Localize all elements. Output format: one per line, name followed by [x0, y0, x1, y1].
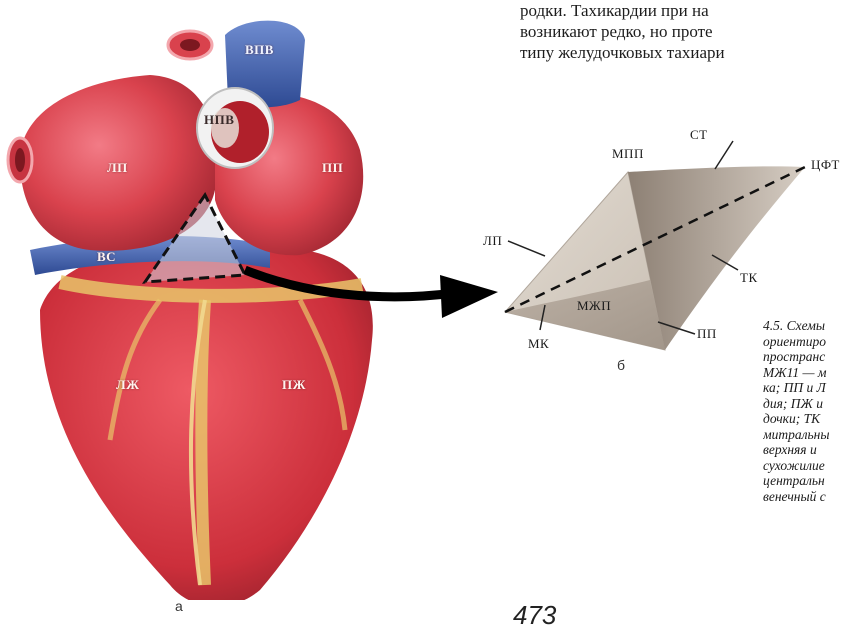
caption-line: дочки; ТК	[763, 411, 866, 427]
caption-line: МЖ11 — м	[763, 365, 866, 381]
diagram-label-tk: ТК	[740, 270, 758, 286]
diagram-label-mk: МК	[528, 336, 549, 352]
caption-line: центральн	[763, 473, 866, 489]
diagram-label-lp: ЛП	[483, 233, 502, 249]
caption-line: пространс	[763, 349, 866, 365]
caption-line: сухожилие	[763, 458, 866, 474]
diagram-label-cft: ЦФТ	[811, 157, 840, 173]
sublabel-b: б	[617, 357, 625, 373]
diagram-label-pp: ПП	[697, 326, 717, 342]
diagram-label-st: СТ	[690, 127, 708, 143]
caption-line: 4.5. Схемы	[763, 318, 866, 334]
caption-line: венечный с	[763, 489, 866, 505]
caption-line: дия; ПЖ и	[763, 396, 866, 412]
caption-line: митральны	[763, 427, 866, 443]
caption-line: ка; ПП и Л	[763, 380, 866, 396]
caption-line: верхняя и	[763, 442, 866, 458]
sublabel-a: а	[175, 598, 183, 614]
page-number: 473	[513, 600, 556, 631]
caption-line: ориентиро	[763, 334, 866, 350]
figure-caption: 4.5. Схемы ориентиро пространс МЖ11 — м …	[763, 318, 866, 504]
diagram-label-mzhp: МЖП	[577, 298, 611, 314]
diagram-label-mpp: МПП	[612, 146, 644, 162]
